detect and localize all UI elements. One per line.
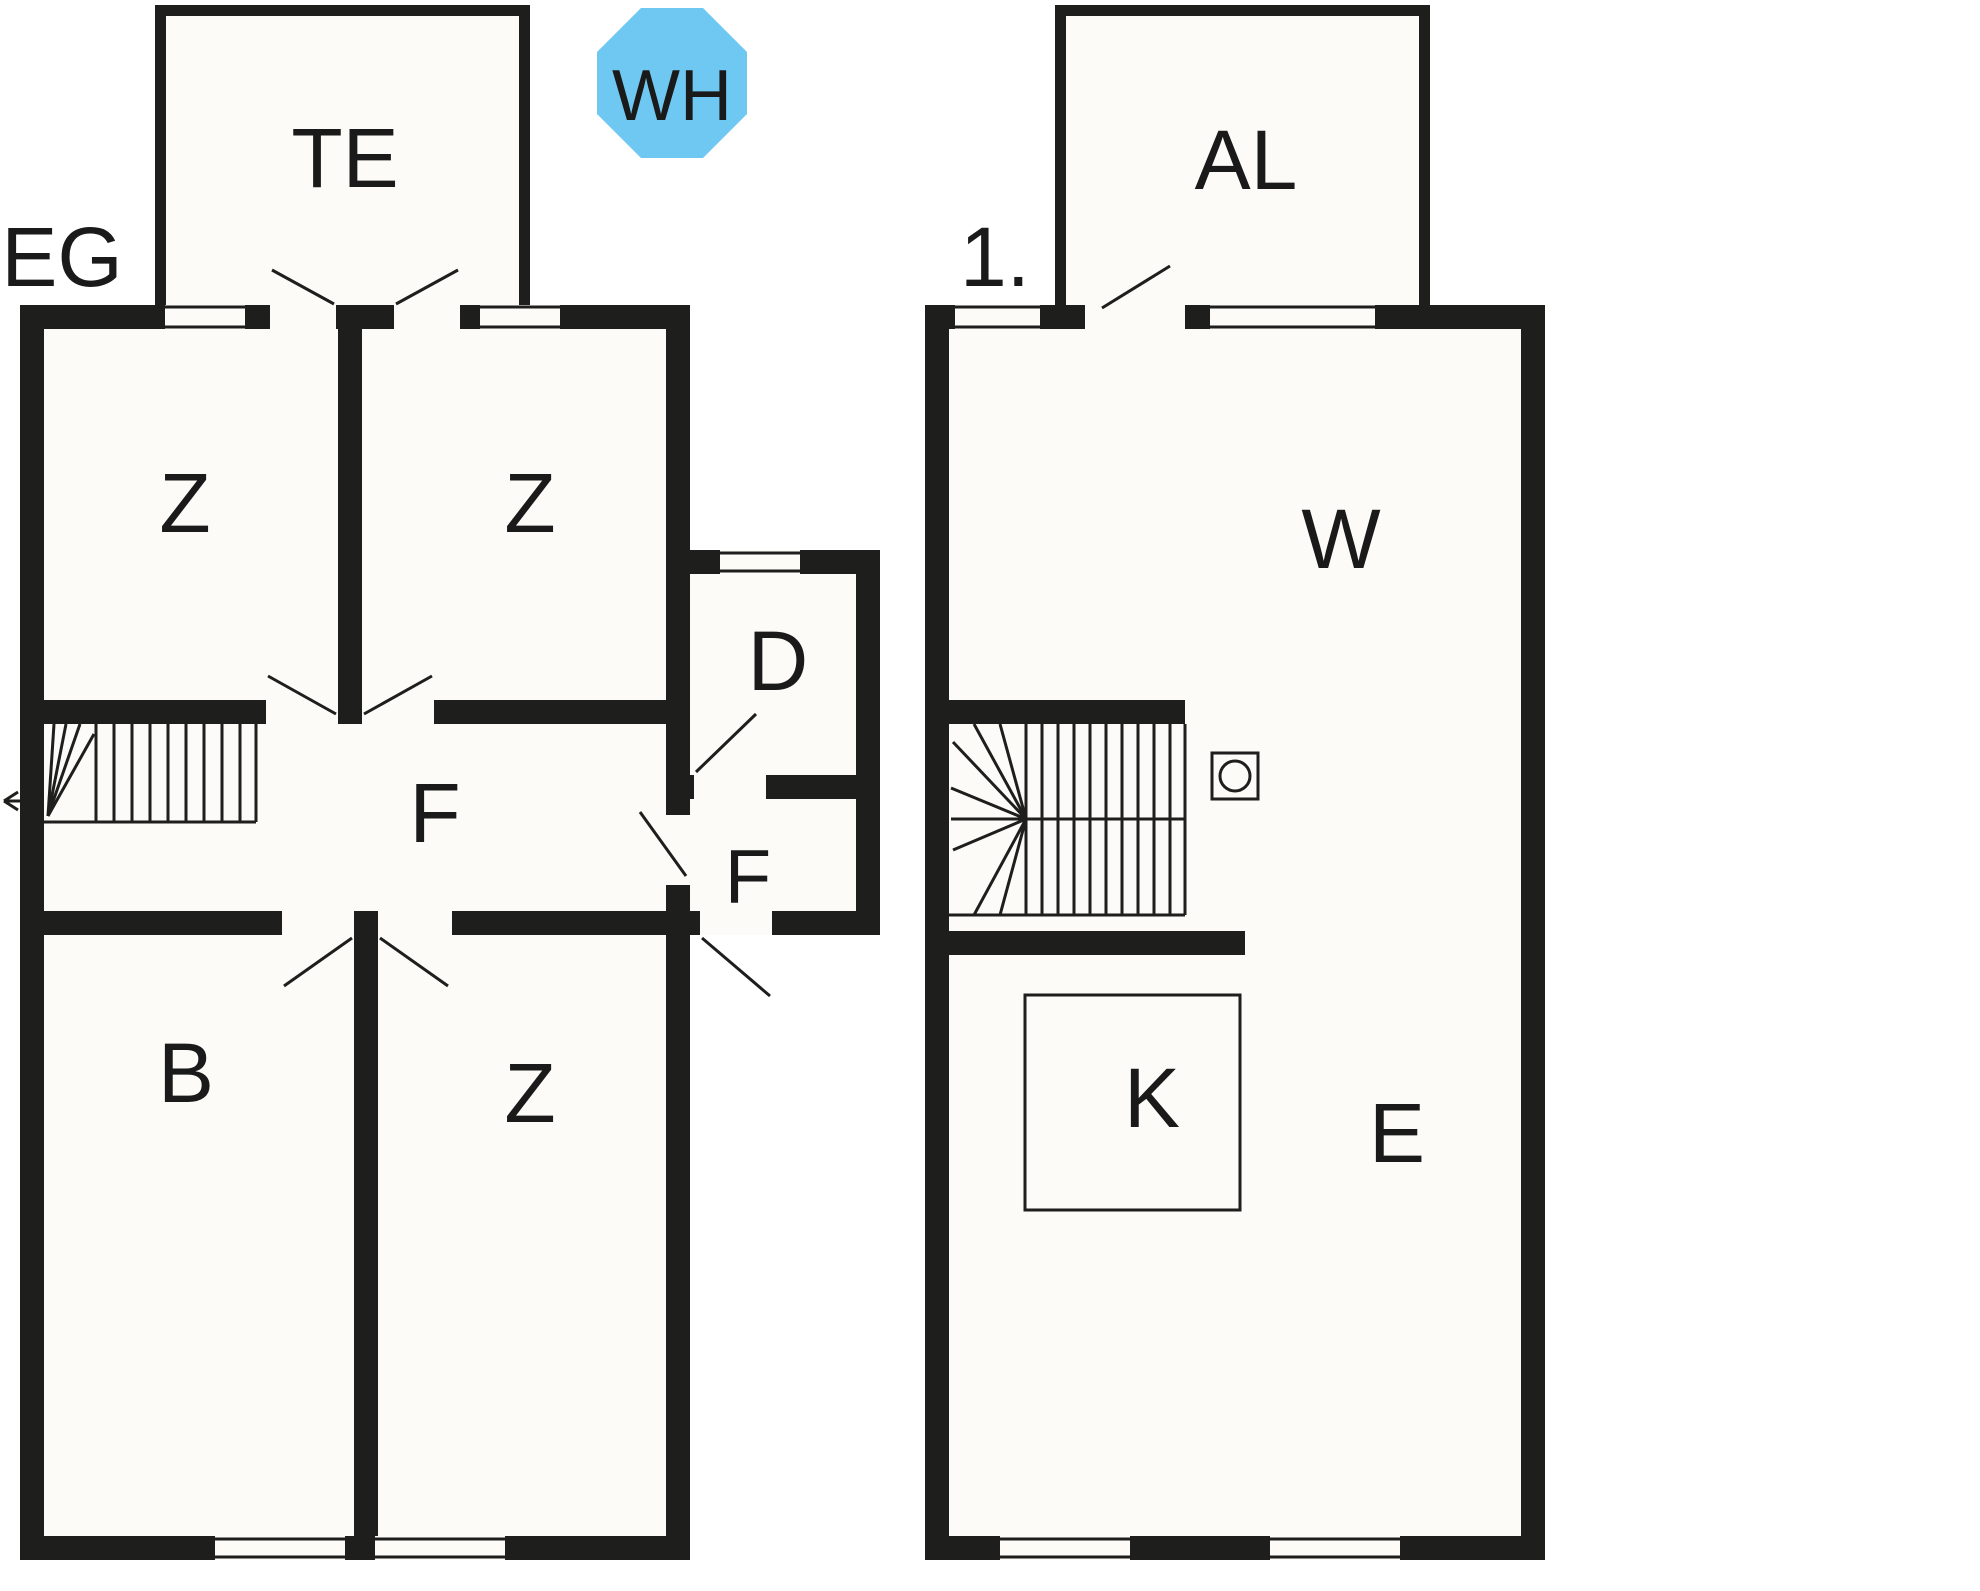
plan-upper: 1. AL W K E (925, 5, 1545, 1560)
label-room-te: TE (291, 111, 398, 205)
label-room-f-vestibule: F (725, 835, 771, 920)
label-room-w: W (1301, 492, 1380, 586)
label-room-z-top-right: Z (504, 456, 555, 550)
label-room-z-bottom: Z (504, 1046, 555, 1140)
label-room-d: D (748, 614, 809, 708)
eg-door-openings (266, 305, 772, 935)
eg-walls (20, 5, 880, 1560)
eg-door-swings (267, 268, 771, 998)
og-windows (955, 305, 1400, 1560)
label-floor-eg: EG (1, 210, 122, 304)
label-room-hall-f: F (409, 766, 460, 860)
wh-badge-label: WH (612, 56, 732, 136)
eg-stair-arrow (3, 790, 44, 812)
og-door-openings (1085, 305, 1185, 329)
label-floor-upper: 1. (960, 210, 1030, 304)
og-door-swings (1101, 264, 1171, 310)
og-stairs (949, 723, 1187, 917)
eg-windows (165, 305, 800, 1560)
label-room-b: B (158, 1026, 214, 1120)
wh-badge-octagon (597, 8, 747, 158)
label-room-k: K (1124, 1051, 1180, 1145)
eg-stairs (44, 723, 258, 824)
plan-eg: EG TE Z Z F D F B Z (1, 5, 880, 1560)
label-room-al: AL (1195, 113, 1298, 207)
og-chimney-symbol (1210, 751, 1260, 801)
wh-badge: WH (597, 8, 747, 158)
og-kitchen-counter (1023, 993, 1242, 1212)
label-room-z-top-left: Z (159, 456, 210, 550)
label-room-e: E (1369, 1086, 1425, 1180)
